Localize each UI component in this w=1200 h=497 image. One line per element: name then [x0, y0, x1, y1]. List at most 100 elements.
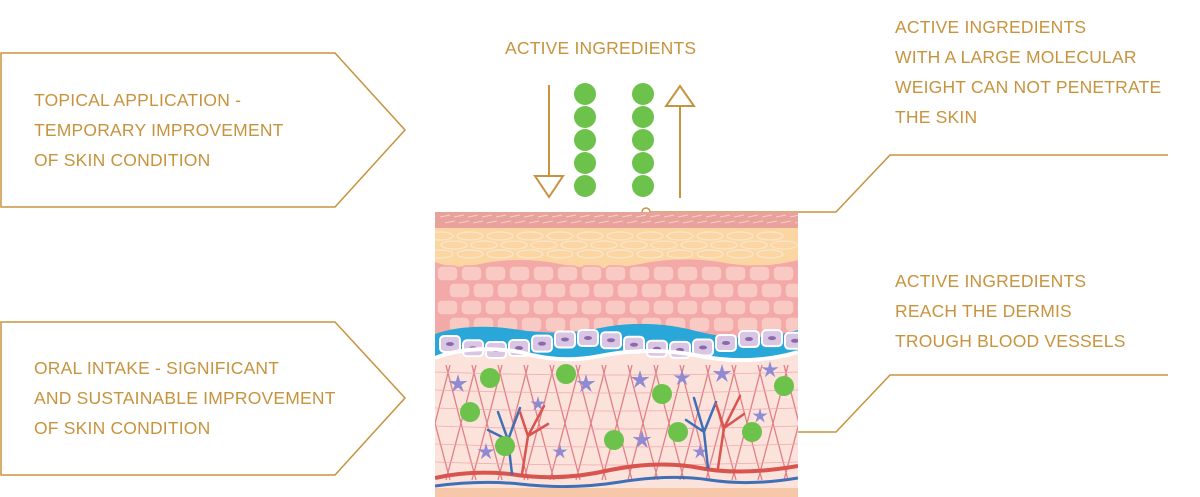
molecule-icon	[604, 430, 624, 450]
corneum-flake	[775, 214, 792, 224]
molecule-icon	[574, 175, 596, 197]
dermis-label: ACTIVE INGREDIENTS REACH THE DERMIS TROU…	[895, 266, 1126, 356]
molecule-icon	[460, 402, 480, 422]
large-molecular-line-1: ACTIVE INGREDIENTS	[895, 17, 1087, 37]
spinous-cell	[520, 282, 543, 299]
granular-cell	[456, 231, 484, 241]
spinous-cell	[532, 299, 555, 316]
granular-cell	[546, 249, 574, 259]
topical-line-2: TEMPORARY IMPROVEMENT	[34, 120, 284, 140]
collagen-fiber	[497, 364, 529, 481]
spinous-cell	[508, 265, 531, 282]
corneum-flake	[747, 214, 764, 224]
spinous-cell	[460, 299, 483, 316]
large-molecular-label: ACTIVE INGREDIENTS WITH A LARGE MOLECULA…	[895, 12, 1161, 132]
spinous-cell	[712, 316, 735, 333]
basal-cell-nucleus	[745, 337, 753, 342]
fibroblast-cell	[630, 370, 650, 389]
granular-cell	[486, 249, 514, 259]
granular-cell	[666, 231, 694, 241]
spinous-cell	[508, 299, 531, 316]
large-molecular-leader-line	[650, 154, 1168, 213]
corneum-flake	[565, 214, 582, 224]
molecule-icon	[652, 384, 672, 404]
fibroblast-cell	[632, 430, 652, 449]
granular-cell	[666, 249, 694, 259]
basal-cell-nucleus	[538, 341, 546, 346]
oral-line-3: OF SKIN CONDITION	[34, 418, 211, 438]
corneum-flake	[467, 214, 484, 224]
granular-cell	[606, 249, 634, 259]
spinous-cell	[604, 265, 627, 282]
corneum-flake	[677, 214, 694, 224]
collagen-fiber	[497, 364, 529, 481]
spinous-cell	[748, 265, 771, 282]
spinous-cell	[676, 299, 699, 316]
oral-label: ORAL INTAKE - SIGNIFICANT AND SUSTAINABL…	[34, 353, 336, 443]
spinous-cell	[724, 299, 747, 316]
collagen-fiber	[435, 420, 451, 481]
fibroblast-cell	[752, 408, 768, 423]
large-molecular-line-3: WEIGHT CAN NOT PENETRATE	[895, 77, 1162, 97]
granular-cell	[636, 249, 664, 259]
corneum-flake	[649, 214, 666, 224]
spinous-cell	[772, 265, 795, 282]
granular-cell	[435, 231, 454, 241]
granular-cell	[576, 231, 604, 241]
spinous-cell	[700, 265, 723, 282]
granular-cell	[440, 240, 468, 250]
spinous-cell	[652, 265, 675, 282]
collagen-fiber	[575, 364, 607, 481]
hypodermis	[435, 488, 798, 497]
topical-label: TOPICAL APPLICATION - TEMPORARY IMPROVEM…	[34, 85, 284, 175]
blood-vessel-red-horizontal	[435, 462, 798, 480]
basal-cell-nucleus	[630, 342, 638, 347]
granular-cell	[546, 231, 574, 241]
oral-callout-box	[0, 321, 407, 476]
spinous-cell	[436, 299, 459, 316]
molecule-stack-right	[632, 83, 654, 197]
collagen-fiber	[810, 365, 840, 480]
molecule-icon	[574, 129, 596, 151]
granular-cell	[500, 240, 528, 250]
granular-cell	[696, 231, 724, 241]
granular-cell	[435, 249, 454, 259]
spinous-cell	[784, 316, 798, 333]
collagen-fiber	[445, 364, 477, 481]
granular-cell	[680, 240, 708, 250]
molecule-icon	[632, 83, 654, 105]
basal-cell-nucleus	[768, 336, 776, 341]
spinous-cell	[472, 282, 495, 299]
collagen-fiber	[523, 364, 555, 481]
spinous-cell	[688, 316, 711, 333]
oral-line-2: AND SUSTAINABLE IMPROVEMENT	[34, 388, 336, 408]
corneum-flake	[705, 214, 722, 224]
basal-cell-nucleus	[791, 338, 798, 343]
corneum-flake	[635, 214, 652, 224]
corneum-flake	[789, 214, 798, 224]
granular-cell	[456, 249, 484, 259]
spinous-cell	[556, 299, 579, 316]
dermis-leader-line	[763, 374, 1168, 433]
molecule-icon	[556, 364, 576, 384]
spinous-cell	[604, 299, 627, 316]
granular-cell	[620, 240, 648, 250]
molecule-icon	[632, 152, 654, 174]
spinous-cell	[520, 316, 543, 333]
collagen-fiber	[731, 364, 763, 481]
molecule-icon	[495, 436, 515, 456]
molecule-icon	[632, 175, 654, 197]
granular-cell	[516, 249, 544, 259]
fibroblast-cell	[712, 364, 732, 383]
stratum-corneum	[435, 212, 798, 228]
granular-cell	[576, 249, 604, 259]
fibroblast-cell	[530, 396, 546, 411]
granular-cell	[726, 249, 754, 259]
large-molecular-line-4: THE SKIN	[895, 107, 978, 127]
granular-cell	[770, 240, 798, 250]
collagen-fiber	[601, 364, 633, 481]
spinous-cell	[796, 300, 798, 315]
collagen-fiber	[627, 364, 659, 481]
skin-cross-section	[435, 212, 840, 497]
collagen-fiber	[445, 364, 477, 481]
